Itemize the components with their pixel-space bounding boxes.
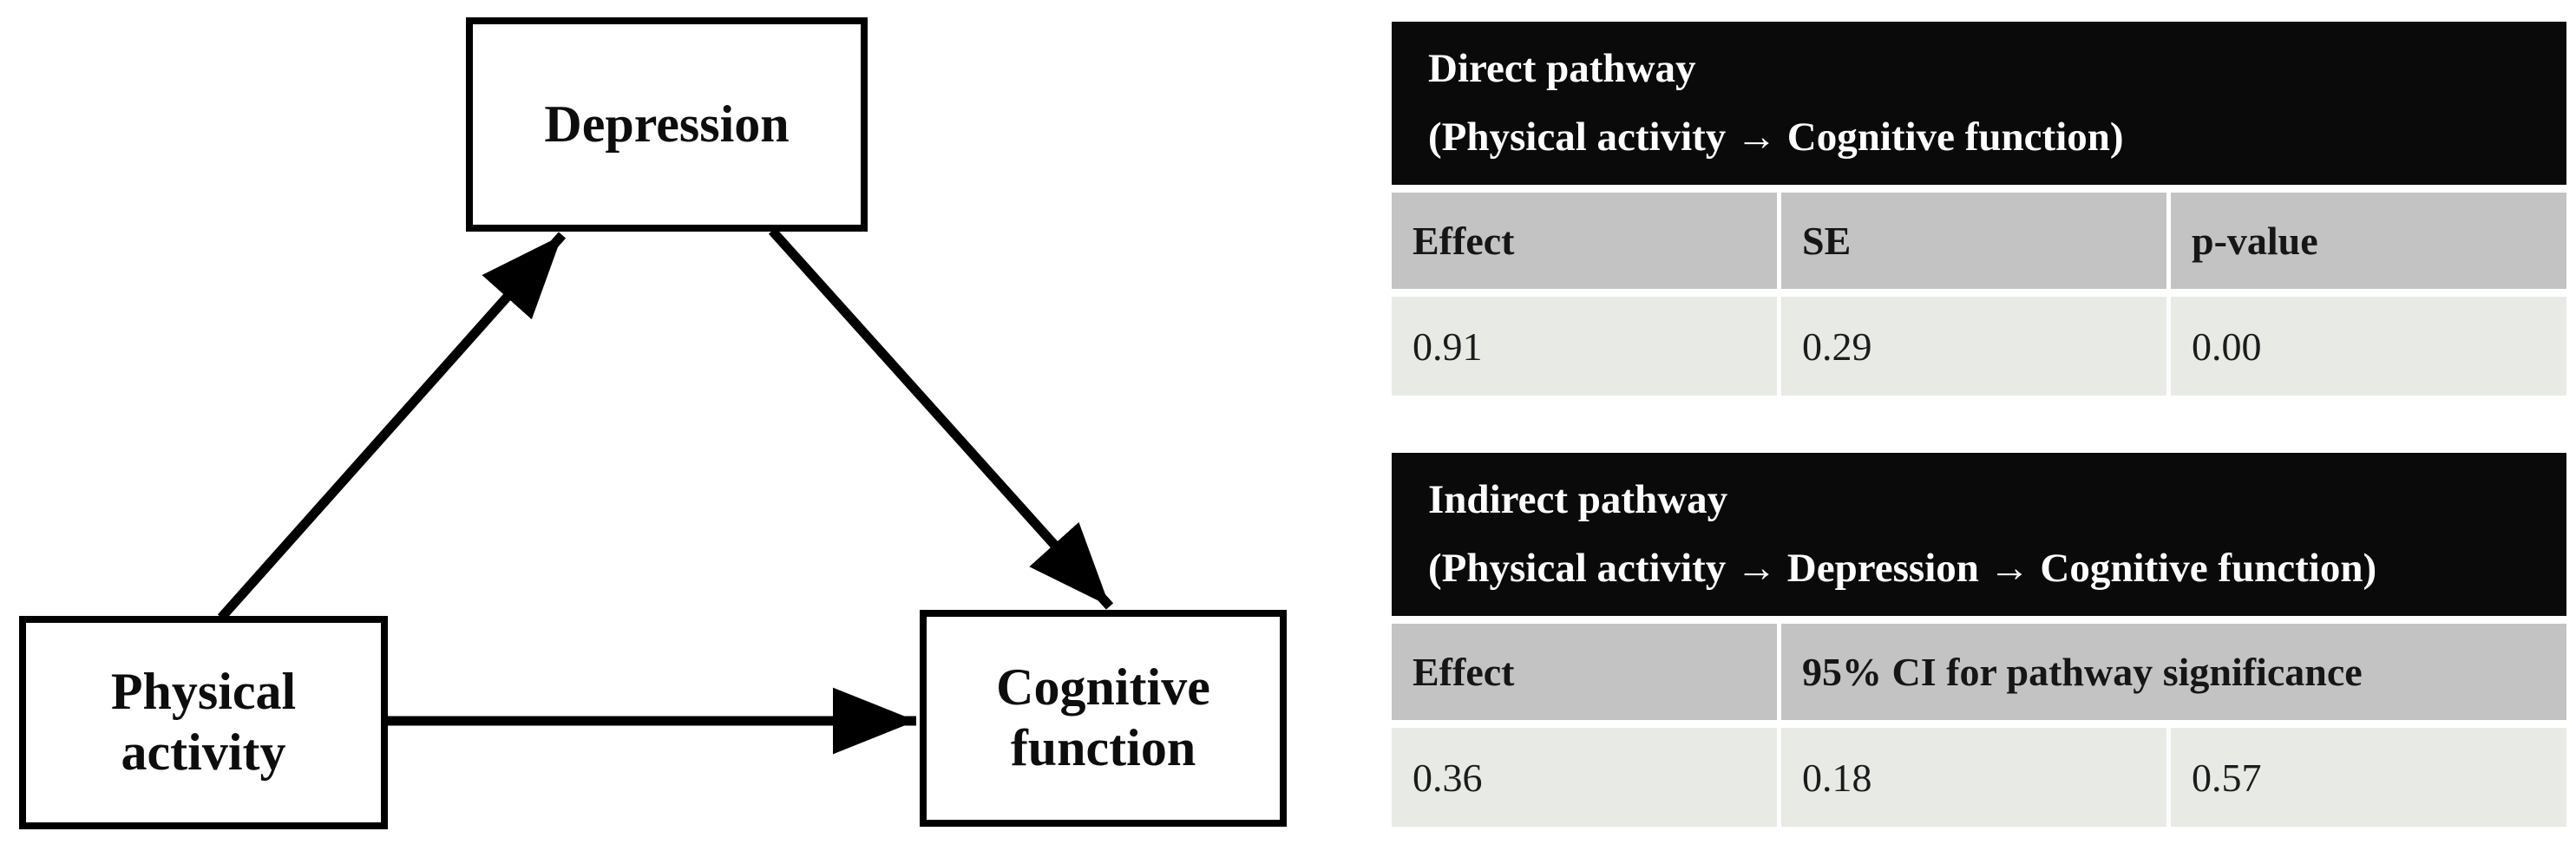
node-physical-activity-label: Physical activity — [110, 663, 297, 781]
node-cognitive-function: Cognitive function — [920, 610, 1287, 827]
node-cognitive-function-label: Cognitive function — [996, 658, 1210, 776]
direct-pathway-title-line1: Direct pathway — [1428, 46, 1696, 91]
direct-pathway-title-line2: (Physical activity → Cognitive function) — [1428, 115, 2124, 160]
direct-col-header-pvalue: p-value — [2171, 193, 2566, 289]
direct-pathway-table: Direct pathway (Physical activity → Cogn… — [1392, 22, 2566, 396]
indirect-value-ci-lower: 0.18 — [1781, 728, 2166, 827]
arrow-depression-to-cognitive — [768, 227, 1114, 610]
direct-value-pvalue: 0.00 — [2171, 297, 2566, 396]
indirect-value-ci-upper: 0.57 — [2171, 728, 2566, 827]
node-depression-label: Depression — [544, 95, 790, 153]
indirect-value-effect: 0.36 — [1392, 728, 1777, 827]
direct-col-header-se: SE — [1781, 193, 2166, 289]
direct-value-effect: 0.91 — [1392, 297, 1777, 396]
indirect-pathway-title: Indirect pathway (Physical activity → De… — [1392, 453, 2566, 616]
node-physical-activity: Physical activity — [19, 616, 388, 829]
arrow-physical-to-depression — [217, 232, 567, 621]
mediation-diagram: Depression Physical activity Cognitive f… — [19, 17, 1287, 829]
indirect-pathway-table: Indirect pathway (Physical activity → De… — [1392, 453, 2566, 827]
node-depression: Depression — [466, 17, 868, 232]
indirect-pathway-title-line1: Indirect pathway — [1428, 477, 1728, 522]
diagram-arrows — [217, 227, 1114, 755]
direct-col-header-effect: Effect — [1392, 193, 1777, 289]
indirect-pathway-title-line2: (Physical activity → Depression → Cognit… — [1428, 546, 2377, 591]
direct-value-se: 0.29 — [1781, 297, 2166, 396]
direct-pathway-title: Direct pathway (Physical activity → Cogn… — [1392, 22, 2566, 185]
indirect-col-header-ci: 95% CI for pathway significance — [1781, 624, 2566, 720]
indirect-col-header-effect: Effect — [1392, 624, 1777, 720]
